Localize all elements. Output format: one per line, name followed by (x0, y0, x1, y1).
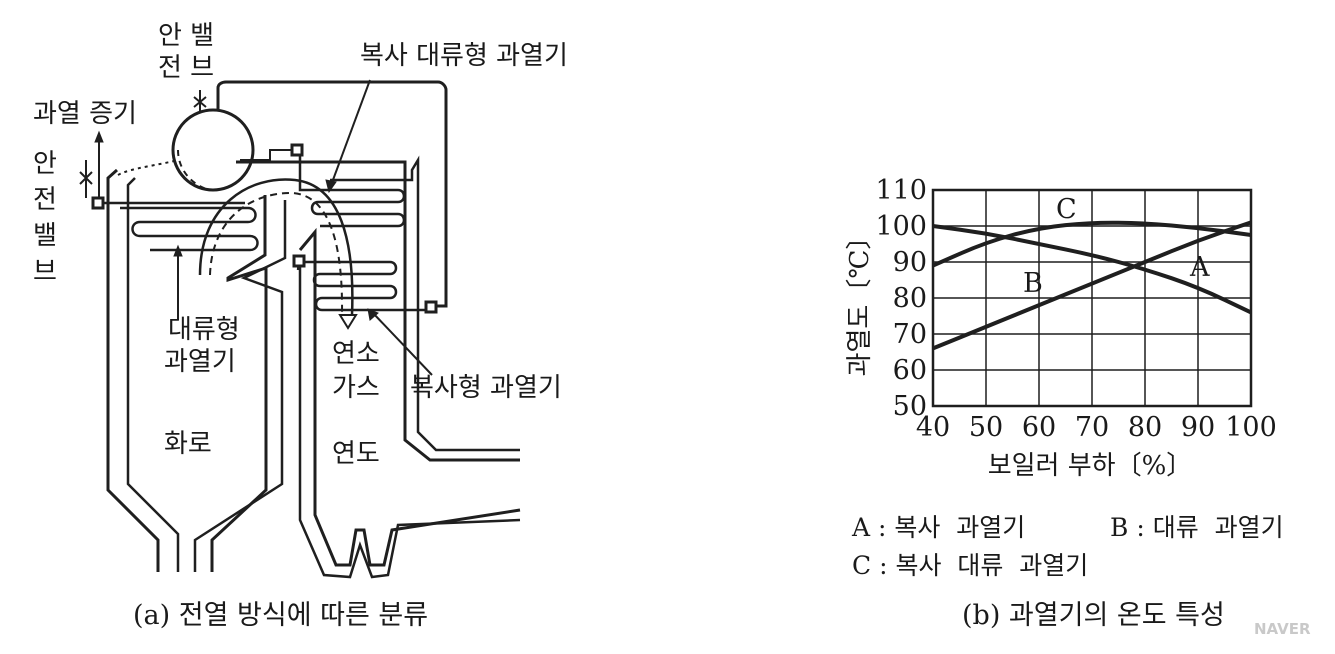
legend-a: A : 복사 과열기 (851, 513, 1025, 542)
radiant-convective-label-arrowhead (325, 179, 337, 194)
label-safety-valve-side-1: 안 (33, 149, 57, 179)
drum-dashed-arc (177, 149, 214, 191)
drum-left-connector (117, 159, 179, 176)
watermark: NAVER (1254, 620, 1311, 638)
label-combustion-gas-1: 연소 (332, 339, 380, 369)
radiant-superheater-coil (300, 260, 426, 312)
series-line-a (932, 224, 1252, 315)
chart-grid (932, 189, 1252, 407)
flue-left-wall (298, 227, 521, 567)
flue-left-inner (296, 254, 521, 579)
gas-path-arc-inner (209, 191, 344, 316)
x-tick-6: 100 (1225, 412, 1277, 443)
diagram-labels: 안 밸 전 브 과열 증기 안 전 밸 브 복사 대류형 과열기 대류형 과열기… (33, 21, 568, 631)
furnace-left-wall (106, 168, 160, 572)
convective-superheater-coil (120, 206, 259, 252)
radiant-label-arrow (371, 311, 433, 376)
y-tick-0: 50 (893, 391, 927, 422)
label-flue: 연도 (332, 439, 380, 469)
flue-right-inner (330, 155, 520, 452)
radiant-convective-superheater-coil (298, 150, 406, 228)
y-tick-6: 110 (875, 175, 927, 206)
caption-left: (a) 전열 방식에 따른 분류 (133, 600, 428, 631)
chart-series (932, 220, 1252, 351)
radiant-label-arrowhead (367, 308, 379, 321)
label-safety-valve-top-2: 전 브 (158, 53, 214, 83)
x-tick-4: 80 (1128, 412, 1162, 443)
x-tick-labels: 40 50 60 70 80 90 100 (916, 412, 1277, 443)
gas-path-arrowhead (338, 314, 358, 330)
y-tick-5: 100 (875, 211, 927, 242)
header-top-center (290, 143, 304, 157)
label-convective-superheater-1: 대류형 (168, 315, 240, 345)
label-furnace: 화로 (164, 429, 212, 459)
safety-valve-side-icon (79, 171, 93, 185)
boiler-diagram (79, 79, 521, 579)
label-superheated-steam: 과열 증기 (33, 99, 137, 129)
flue-right-wall (236, 160, 520, 462)
x-tick-3: 70 (1075, 412, 1109, 443)
header-lower-center (292, 254, 306, 268)
y-tick-2: 70 (893, 319, 927, 350)
label-radiant-superheater: 복사형 과열기 (410, 373, 562, 403)
safety-valve-top-icon (193, 96, 207, 108)
superheated-steam-arrowhead (94, 130, 104, 143)
series-label-a: A (1189, 252, 1210, 283)
label-safety-valve-top-1: 안 밸 (158, 21, 214, 51)
series-line-c (932, 220, 1252, 268)
label-convective-superheater-2: 과열기 (164, 347, 236, 377)
y-axis-label: 과열도〔℃〕 (845, 224, 875, 377)
x-tick-2: 60 (1022, 412, 1056, 443)
series-line-b (932, 220, 1252, 351)
upper-loop-pipe (216, 80, 448, 308)
legend-c: C : 복사 대류 과열기 (852, 551, 1088, 580)
furnace-partition-inner (193, 200, 287, 572)
y-tick-labels: 50 60 70 80 90 100 110 (875, 175, 927, 422)
outlet-header-left (91, 196, 105, 210)
furnace-partition (210, 195, 268, 572)
y-tick-3: 80 (893, 283, 927, 314)
steam-drum (171, 108, 255, 192)
label-safety-valve-side-3: 밸 (33, 221, 57, 251)
label-safety-valve-side-4: 브 (33, 257, 57, 287)
y-tick-4: 90 (893, 247, 927, 278)
x-tick-0: 40 (916, 412, 950, 443)
legend-b: B : 대류 과열기 (1110, 513, 1284, 542)
furnace-left-inner-wall (126, 177, 180, 572)
caption-right: (b) 과열기의 온도 특성 (962, 600, 1225, 631)
label-combustion-gas-2: 가스 (332, 373, 380, 403)
label-radiant-convective-superheater: 복사 대류형 과열기 (360, 41, 568, 71)
radiant-convective-label-arrow (329, 79, 371, 189)
series-label-b: B (1023, 268, 1043, 299)
gas-path-arc (198, 178, 354, 316)
header-right (424, 300, 438, 314)
convective-label-arrowhead (173, 244, 183, 257)
x-axis-label: 보일러 부하〔%〕 (988, 451, 1193, 481)
series-label-c: C (1056, 194, 1077, 225)
y-tick-1: 60 (893, 355, 927, 386)
x-tick-5: 90 (1181, 412, 1215, 443)
x-tick-1: 50 (969, 412, 1003, 443)
header-top-center-line (240, 149, 292, 161)
label-safety-valve-side-2: 전 (33, 185, 57, 215)
